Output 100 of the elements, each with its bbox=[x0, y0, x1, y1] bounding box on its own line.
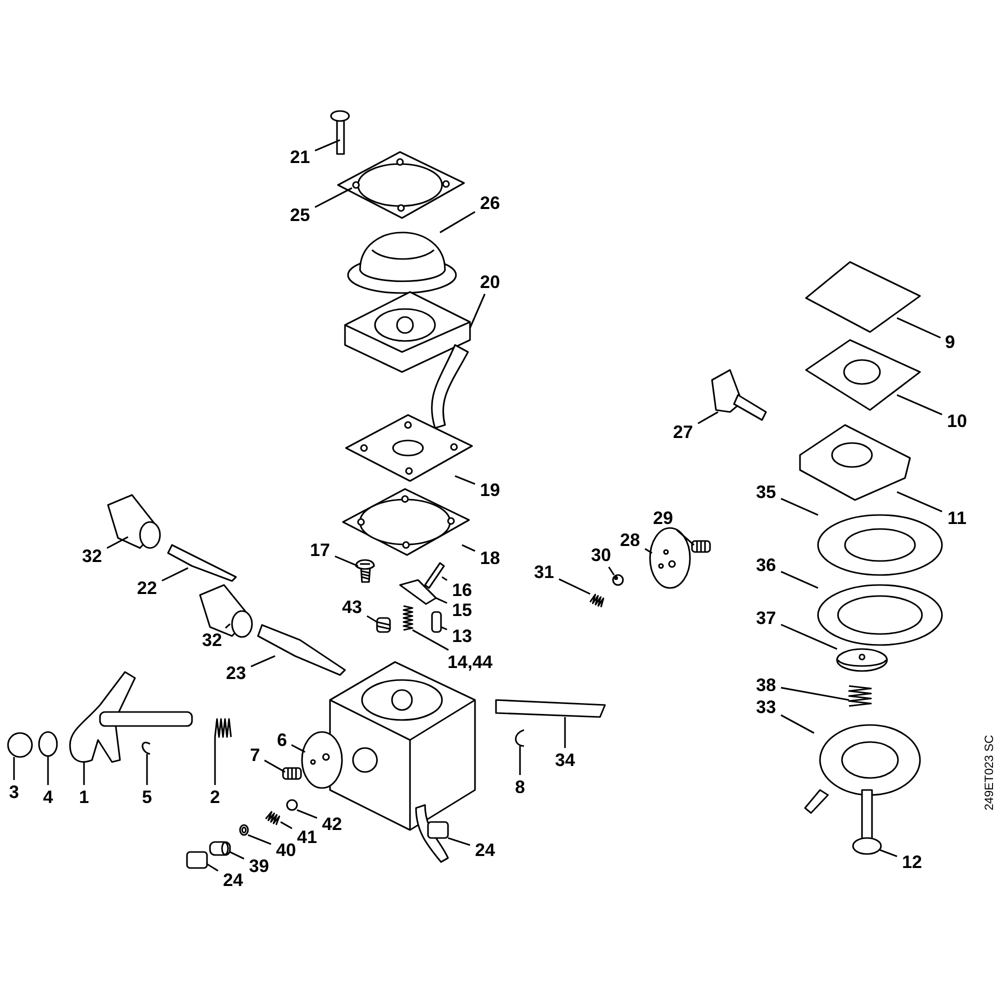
leader-line bbox=[291, 744, 306, 753]
callout-number: 37 bbox=[753, 607, 779, 629]
leader-line bbox=[248, 834, 272, 845]
callout-number: 32 bbox=[79, 545, 105, 567]
leader-line bbox=[206, 863, 218, 872]
callout-number: 2 bbox=[208, 786, 222, 808]
gasket-drawing bbox=[805, 339, 921, 411]
drawing-number: 249ET023 SC bbox=[982, 735, 996, 810]
pump-cover-drawing bbox=[344, 291, 471, 429]
screw-drawing bbox=[691, 540, 711, 553]
callout-number: 43 bbox=[339, 596, 365, 618]
leader-line bbox=[780, 570, 818, 589]
callout-number: 14,44 bbox=[440, 651, 500, 673]
leader-line bbox=[47, 756, 49, 785]
spring-drawing bbox=[589, 594, 604, 608]
leader-line bbox=[469, 294, 486, 328]
callout-number: 24 bbox=[220, 869, 246, 891]
leader-line bbox=[608, 566, 615, 576]
spring-drawing bbox=[402, 605, 414, 631]
callout-number: 28 bbox=[617, 529, 643, 551]
callout-number: 32 bbox=[199, 629, 225, 651]
leader-line bbox=[442, 576, 448, 581]
adjusting-knob-drawing bbox=[711, 369, 767, 421]
leader-line bbox=[896, 394, 942, 416]
callout-number: 27 bbox=[670, 421, 696, 443]
leader-line bbox=[440, 626, 448, 630]
gasket-drawing bbox=[817, 584, 943, 646]
callout-number: 35 bbox=[753, 481, 779, 503]
leader-line bbox=[83, 762, 85, 785]
leader-line bbox=[280, 821, 292, 830]
leader-line bbox=[264, 760, 286, 773]
clip-drawing bbox=[514, 729, 524, 747]
callout-number: 33 bbox=[753, 696, 779, 718]
leader-line bbox=[676, 529, 695, 546]
leader-line bbox=[880, 849, 898, 858]
gasket-drawing bbox=[337, 151, 465, 219]
primer-bulb-drawing bbox=[347, 232, 457, 294]
leader-line bbox=[454, 475, 476, 485]
leader-line bbox=[366, 615, 378, 623]
pin-drawing bbox=[424, 562, 445, 589]
callout-number: 7 bbox=[248, 744, 262, 766]
ring-drawing bbox=[239, 824, 249, 836]
callout-number: 25 bbox=[287, 204, 313, 226]
disc-drawing bbox=[301, 731, 343, 789]
leader-line bbox=[896, 317, 941, 338]
callout-number: 30 bbox=[588, 544, 614, 566]
callout-number: 23 bbox=[223, 662, 249, 684]
callout-number: 31 bbox=[531, 561, 557, 583]
callout-number: 29 bbox=[650, 507, 676, 529]
screw-drawing bbox=[282, 767, 302, 780]
ball-drawing bbox=[612, 574, 624, 586]
filter-drawing bbox=[186, 851, 208, 869]
leader-line bbox=[314, 139, 340, 152]
leader-line bbox=[334, 556, 358, 567]
screw-drawing bbox=[852, 789, 882, 855]
needle-drawing bbox=[257, 624, 346, 676]
callout-number: 3 bbox=[6, 781, 22, 803]
needle-valve-drawing bbox=[431, 611, 442, 633]
spring-drawing bbox=[848, 685, 872, 707]
filter-drawing bbox=[427, 821, 449, 839]
leader-line bbox=[896, 491, 942, 512]
callout-number: 5 bbox=[140, 786, 154, 808]
cap-drawing bbox=[7, 732, 33, 758]
sleeve-drawing bbox=[209, 841, 231, 856]
callout-number: 42 bbox=[319, 813, 345, 835]
callout-number: 19 bbox=[477, 479, 503, 501]
spring-drawing bbox=[214, 718, 232, 738]
callout-number: 39 bbox=[246, 855, 272, 877]
gasket-drawing bbox=[342, 488, 470, 556]
leader-line bbox=[564, 717, 566, 748]
leader-line bbox=[780, 498, 818, 516]
callout-number: 38 bbox=[753, 674, 779, 696]
pump-body-drawing bbox=[799, 424, 911, 501]
callout-number: 34 bbox=[552, 749, 578, 771]
callout-number: 8 bbox=[512, 776, 528, 798]
clip-drawing bbox=[142, 742, 150, 755]
leader-line bbox=[214, 737, 216, 785]
needle-drawing bbox=[167, 544, 237, 582]
leader-line bbox=[106, 536, 128, 549]
callout-number: 17 bbox=[307, 539, 333, 561]
screw-drawing bbox=[330, 110, 350, 155]
disc-drawing bbox=[649, 527, 691, 589]
leader-line bbox=[412, 629, 449, 651]
callout-number: 20 bbox=[477, 271, 503, 293]
leader-line bbox=[448, 837, 470, 846]
callout-number: 36 bbox=[753, 554, 779, 576]
gasket-drawing bbox=[817, 514, 943, 576]
callout-number: 1 bbox=[76, 786, 92, 808]
callout-number: 15 bbox=[449, 599, 475, 621]
callout-number: 4 bbox=[40, 786, 56, 808]
callout-number: 11 bbox=[944, 507, 970, 529]
shaft-drawing bbox=[495, 699, 606, 718]
leader-line bbox=[462, 544, 476, 552]
callout-number: 12 bbox=[899, 851, 925, 873]
leader-line bbox=[230, 851, 244, 860]
leader-line bbox=[698, 411, 718, 424]
callout-number: 6 bbox=[274, 729, 290, 751]
leader-line bbox=[162, 567, 188, 582]
leader-line bbox=[146, 754, 148, 785]
leader-line bbox=[314, 187, 352, 208]
